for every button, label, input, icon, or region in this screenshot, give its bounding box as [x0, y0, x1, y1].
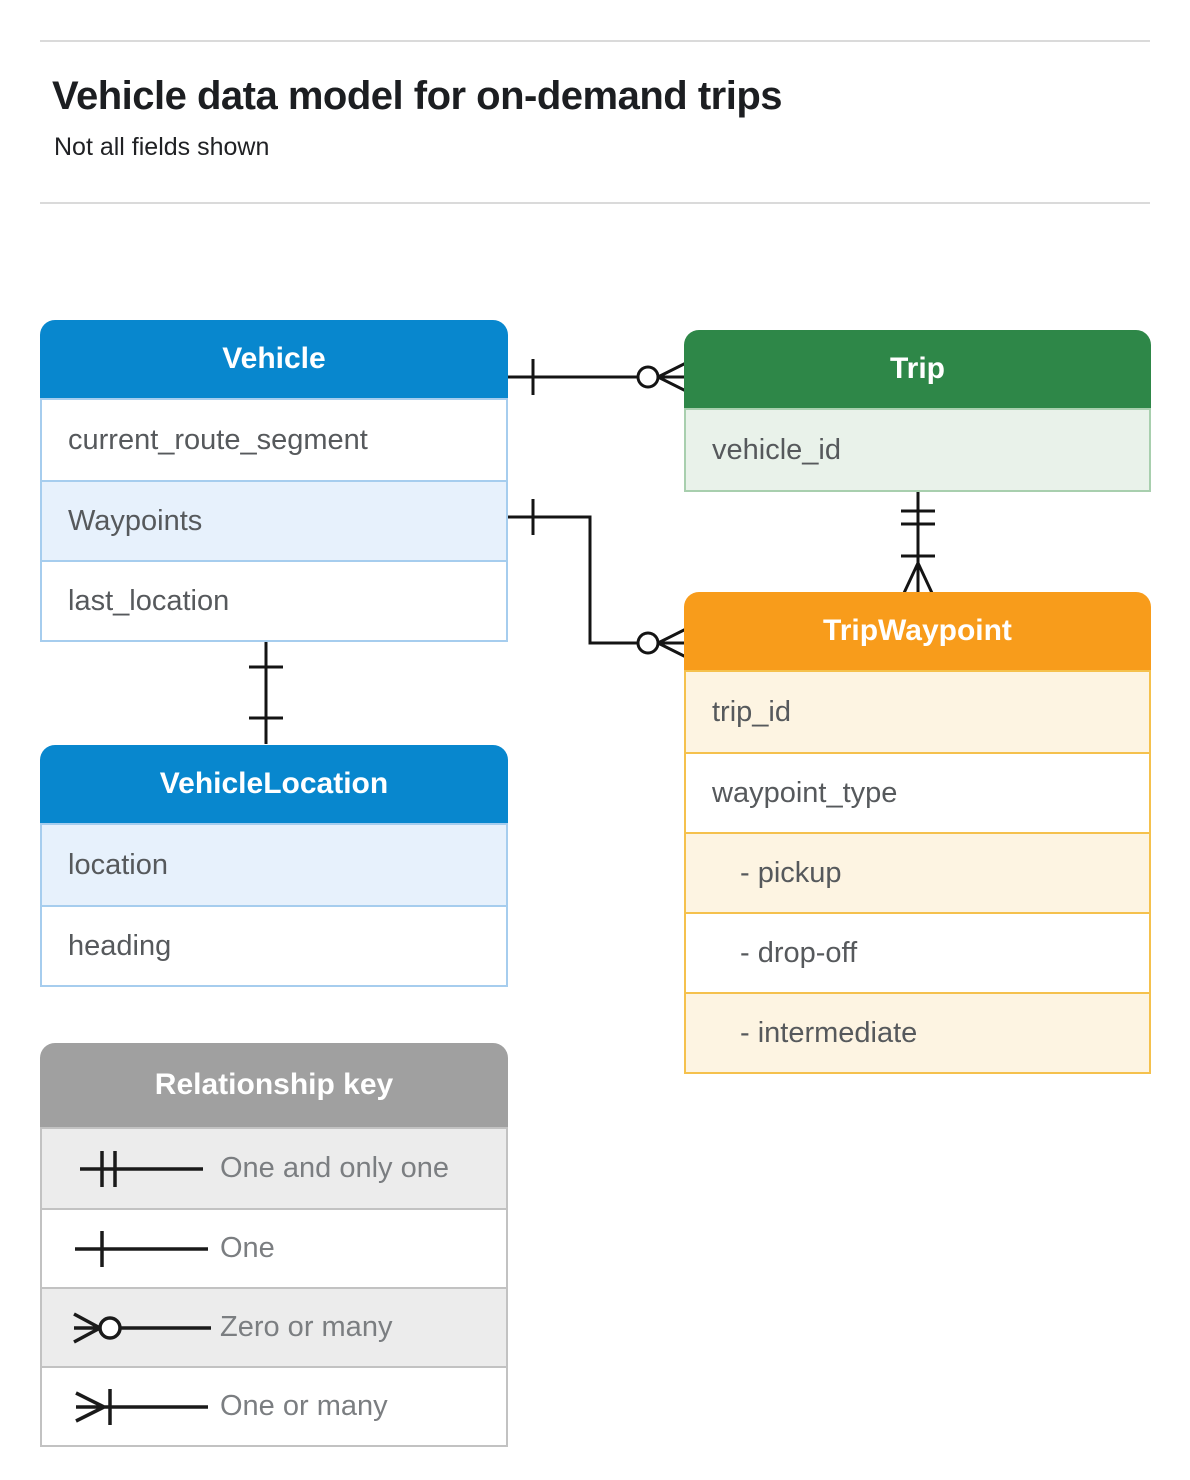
connector-vehicle-vehiclelocation	[249, 637, 283, 744]
entity-vehicle: Vehicle current_route_segment Waypoints …	[40, 320, 508, 642]
entity-tripwaypoint-body: trip_id waypoint_type - pickup - drop-of…	[684, 670, 1151, 1074]
one-and-only-one-icon	[80, 1150, 203, 1187]
key-label: One or many	[220, 1390, 388, 1422]
entity-tripwaypoint: TripWaypoint trip_id waypoint_type - pic…	[684, 592, 1151, 1074]
connector-waypoints-tripwaypoint	[508, 499, 687, 659]
key-label: Zero or many	[220, 1311, 393, 1343]
relationship-key-title: Relationship key	[40, 1043, 508, 1127]
entity-trip: Trip vehicle_id	[684, 330, 1151, 492]
entity-vehiclelocation-body: location heading	[40, 823, 508, 987]
field-vehicle-id: vehicle_id	[686, 410, 1149, 490]
connector-vehicle-trip	[508, 359, 687, 395]
entity-trip-body: vehicle_id	[684, 408, 1151, 492]
zero-or-many-icon	[73, 1311, 211, 1344]
entity-vehiclelocation: VehicleLocation location heading	[40, 745, 508, 987]
connector-trip-tripwaypoint	[901, 489, 935, 594]
header-divider	[40, 202, 1150, 204]
key-item-one: One	[42, 1208, 506, 1287]
field-last-location: last_location	[42, 560, 506, 640]
relationship-key: Relationship key One and only one One	[40, 1043, 508, 1447]
one-icon	[75, 1230, 208, 1267]
field-current-route-segment: current_route_segment	[42, 400, 506, 480]
one-or-many-icon	[75, 1388, 208, 1425]
top-divider	[40, 40, 1150, 42]
entity-vehicle-body: current_route_segment Waypoints last_loc…	[40, 398, 508, 642]
key-item-zero-or-many: Zero or many	[42, 1287, 506, 1366]
relationship-key-body: One and only one One Zero or many On	[40, 1127, 508, 1447]
entity-vehiclelocation-title: VehicleLocation	[40, 745, 508, 823]
key-label: One	[220, 1232, 275, 1264]
page-title: Vehicle data model for on-demand trips	[52, 74, 783, 118]
field-waypoint-type-dropoff: - drop-off	[686, 912, 1149, 992]
key-item-one-or-many: One or many	[42, 1366, 506, 1445]
field-waypoint-type-pickup: - pickup	[686, 832, 1149, 912]
page-subtitle: Not all fields shown	[54, 133, 270, 161]
key-label: One and only one	[220, 1152, 449, 1184]
field-location: location	[42, 825, 506, 905]
key-item-one-and-only-one: One and only one	[42, 1129, 506, 1208]
field-trip-id: trip_id	[686, 672, 1149, 752]
entity-vehicle-title: Vehicle	[40, 320, 508, 398]
field-waypoint-type: waypoint_type	[686, 752, 1149, 832]
field-waypoint-type-intermediate: - intermediate	[686, 992, 1149, 1072]
entity-tripwaypoint-title: TripWaypoint	[684, 592, 1151, 670]
field-waypoints: Waypoints	[42, 480, 506, 560]
field-heading: heading	[42, 905, 506, 985]
entity-trip-title: Trip	[684, 330, 1151, 408]
